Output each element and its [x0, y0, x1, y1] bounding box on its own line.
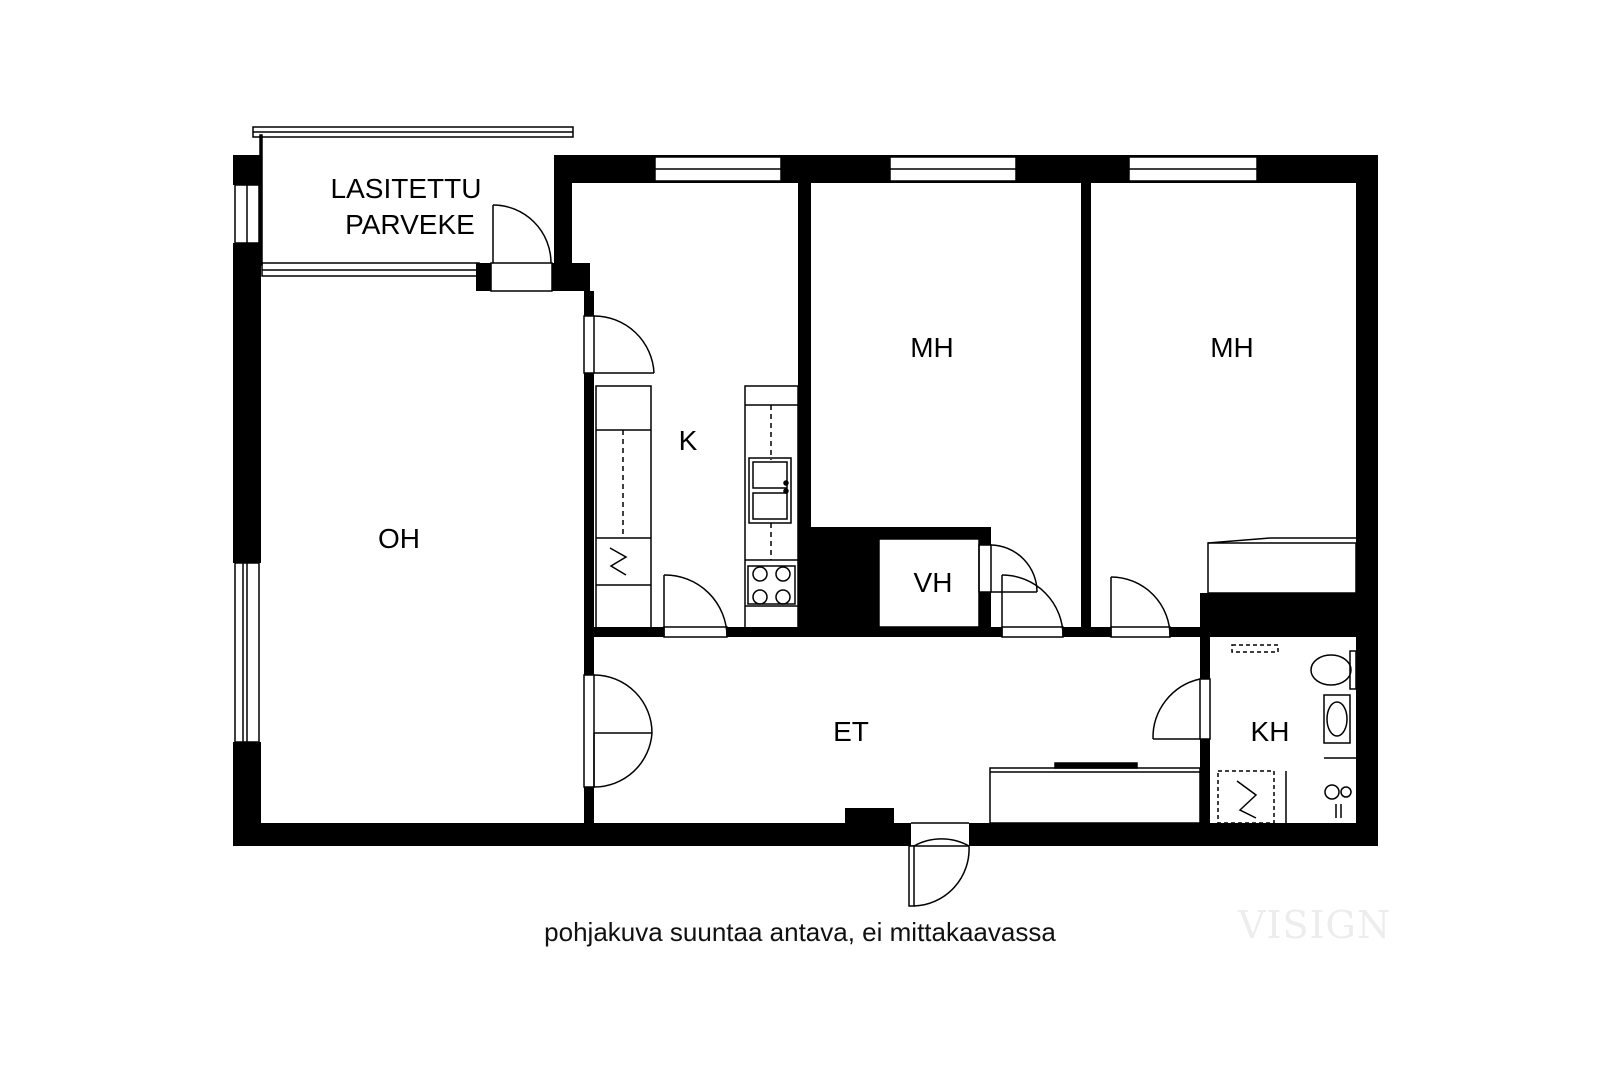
bathroom-fixtures	[1217, 644, 1357, 824]
room-label-kitchen: K	[679, 425, 698, 456]
doors	[490, 204, 1211, 788]
plan-caption: pohjakuva suuntaa antava, ei mittakaavas…	[544, 917, 1056, 947]
interior-walls	[584, 183, 1356, 823]
kitchen-fixtures	[595, 385, 799, 629]
entrance-door	[908, 822, 970, 907]
room-label-balcony-line1: LASITETTU	[331, 173, 482, 204]
windows	[234, 156, 1258, 743]
balcony-glazing	[252, 126, 574, 277]
room-label-hall: ET	[833, 716, 869, 747]
room-label-bedroom-2: MH	[1210, 332, 1254, 363]
room-label-bathroom: KH	[1251, 716, 1290, 747]
room-label-balcony-line2: PARVEKE	[345, 209, 475, 240]
room-label-bedroom-1: MH	[910, 332, 954, 363]
watermark-logo: VISIGN	[1238, 903, 1392, 947]
room-label-living: OH	[378, 523, 420, 554]
wardrobes	[878, 537, 1357, 824]
room-label-closet: VH	[914, 567, 953, 598]
